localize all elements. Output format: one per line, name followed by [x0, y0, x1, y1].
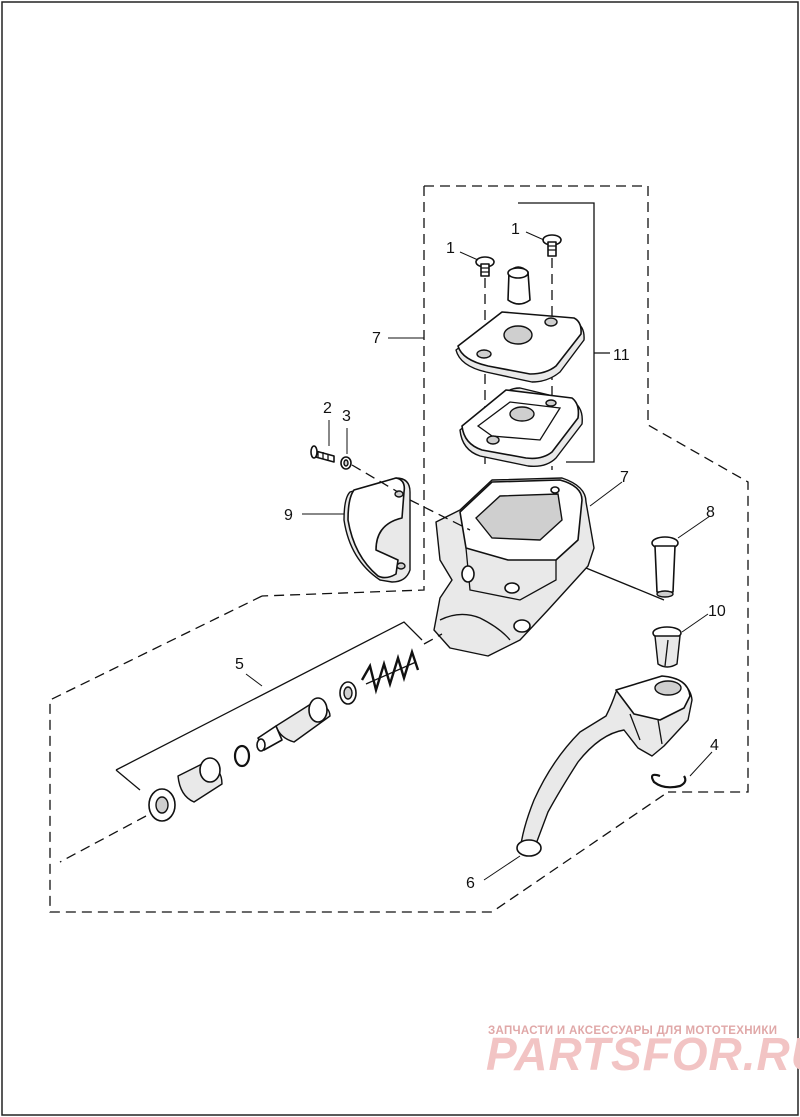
piston-cup-seal — [339, 681, 357, 705]
callout-6: 6 — [466, 875, 475, 892]
clamp-screw — [310, 445, 335, 463]
callout-5: 5 — [235, 656, 244, 673]
retaining-ring — [650, 773, 687, 789]
reservoir-cover — [455, 311, 585, 383]
leader-7b — [589, 481, 623, 507]
piston-boot — [177, 757, 223, 803]
handlebar-clamp — [343, 477, 411, 583]
callout-3: 3 — [342, 408, 351, 425]
piston-o-ring — [233, 744, 251, 768]
clamp-screw-axis — [351, 464, 471, 531]
lower-assembly-outline — [49, 595, 669, 913]
callout-1a: 1 — [446, 240, 455, 257]
piston — [256, 697, 331, 752]
callout-11: 11 — [613, 347, 630, 364]
callout-4: 4 — [710, 737, 719, 754]
callout-7a: 7 — [372, 330, 381, 347]
piston-dust-seal — [148, 788, 176, 822]
leader-6 — [483, 855, 521, 881]
callout-7b: 7 — [620, 469, 629, 486]
callout-bracket-5 — [115, 621, 423, 791]
vent-plug — [507, 266, 531, 305]
clamp-washer — [340, 456, 352, 470]
callout-1b: 1 — [511, 221, 520, 238]
callout-bracket-11 — [518, 202, 610, 463]
upper-assembly-outline — [261, 185, 749, 793]
watermark-brand-logo: PARTSFOR.RU — [486, 1028, 800, 1080]
pivot-pin — [651, 536, 679, 598]
pivot-bushing — [652, 626, 682, 668]
leader-1a — [459, 251, 479, 261]
piston-axis-line — [59, 633, 443, 863]
master-cylinder-body — [433, 477, 595, 657]
piston-spring — [360, 648, 420, 695]
callout-2: 2 — [323, 400, 332, 417]
reservoir-diaphragm — [459, 387, 583, 468]
leader-1b — [525, 231, 545, 241]
callout-8: 8 — [706, 504, 715, 521]
screw-1-left — [475, 256, 495, 277]
callout-9: 9 — [284, 507, 293, 524]
screw-1-right — [542, 234, 562, 257]
callout-10: 10 — [708, 603, 726, 620]
brake-lever — [516, 675, 693, 857]
watermark-tagline: ЗАПЧАСТИ И АКСЕССУАРЫ ДЛЯ МОТОТЕХНИКИ — [488, 1025, 777, 1037]
leader-4 — [689, 751, 713, 777]
leader-10 — [681, 613, 709, 633]
leader-8 — [677, 515, 711, 539]
pivot-axis-line — [585, 567, 665, 601]
leader-5 — [245, 673, 263, 687]
